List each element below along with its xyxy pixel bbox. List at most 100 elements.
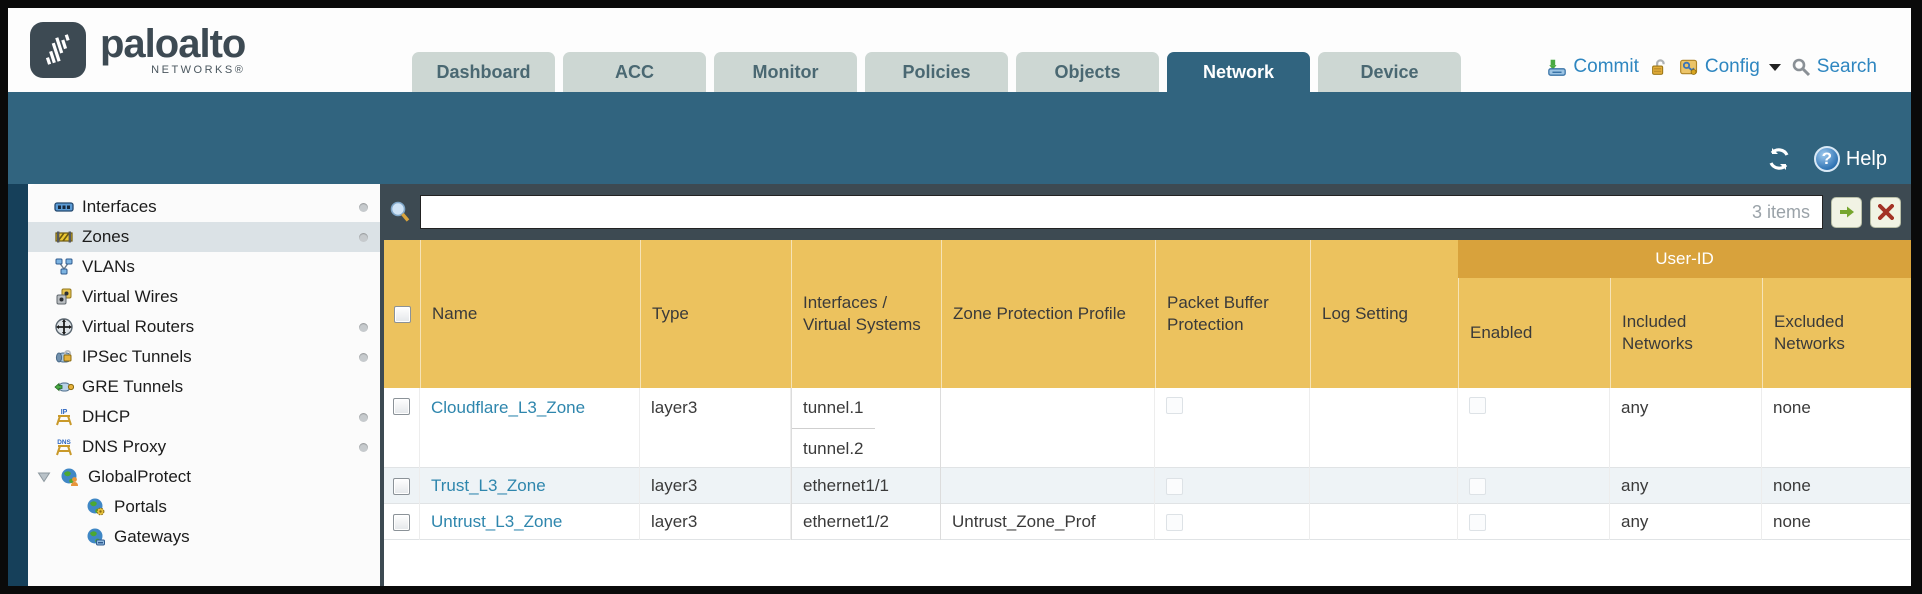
col-header-zone-protection-profile[interactable]: Zone Protection Profile [941, 240, 1155, 388]
table-row: Trust_L3_Zone layer3 ethernet1/1 any non… [384, 468, 1911, 504]
zone-name-link[interactable]: Trust_L3_Zone [431, 476, 546, 495]
user-id-enabled-checkbox[interactable] [1469, 397, 1486, 414]
sidebar-item-zones[interactable]: Zones [28, 222, 380, 252]
ipsec-tunnels-icon [55, 350, 72, 363]
search-button[interactable]: Search [1791, 56, 1877, 78]
col-header-name[interactable]: Name [420, 240, 640, 388]
select-all-checkbox[interactable] [393, 305, 411, 323]
config-menu-button[interactable]: Config [1679, 56, 1781, 78]
included-networks: any [1621, 476, 1649, 495]
help-label: Help [1845, 147, 1887, 170]
help-button[interactable]: ? Help [1813, 146, 1887, 172]
sidebar-item-ipsec-tunnels[interactable]: IPSec Tunnels [28, 342, 380, 372]
col-header-log-setting[interactable]: Log Setting [1310, 240, 1458, 388]
tab-policies[interactable]: Policies [865, 52, 1008, 92]
col-header-enabled[interactable]: Enabled [1458, 278, 1610, 388]
packet-buffer-protection-checkbox[interactable] [1166, 513, 1183, 531]
col-header-interfaces[interactable]: Interfaces / Virtual Systems [791, 240, 941, 388]
zone-name-link[interactable]: Cloudflare_L3_Zone [431, 398, 586, 417]
zone-type: layer3 [651, 512, 698, 531]
zone-interfaces-cell: tunnel.1 tunnel.2 [791, 388, 941, 468]
clear-filter-button[interactable] [1870, 196, 1901, 228]
sidebar-item-virtual-wires[interactable]: Virtual Wires [28, 282, 380, 312]
vlans-icon [55, 258, 73, 275]
interface-item: ethernet1/1 [803, 476, 890, 495]
log-setting-cell [1310, 504, 1458, 540]
row-checkbox[interactable] [393, 513, 410, 531]
sidebar-item-vlans[interactable]: VLANs [28, 252, 380, 282]
user-id-enabled-checkbox[interactable] [1469, 513, 1486, 531]
col-header-type[interactable]: Type [640, 240, 791, 388]
sidebar-item-label: Portals [114, 497, 167, 516]
sidebar-item-interfaces[interactable]: Interfaces [28, 192, 380, 222]
status-dot [359, 412, 368, 422]
paloalto-logo: paloalto NETWORKS® [30, 22, 246, 78]
sidebar-item-label: DHCP [82, 407, 131, 426]
expander-triangle-icon[interactable] [36, 469, 52, 485]
sidebar-item-globalprotect[interactable]: GlobalProtect [28, 462, 380, 492]
table-empty-area [384, 540, 1911, 586]
interfaces-icon [54, 202, 74, 212]
zone-name-link[interactable]: Untrust_L3_Zone [431, 512, 563, 531]
tab-dashboard[interactable]: Dashboard [412, 52, 555, 92]
zones-main-panel: 3 items User-ID [384, 184, 1911, 586]
sidebar-item-label: VLANs [82, 257, 135, 276]
sidebar-item-virtual-routers[interactable]: Virtual Routers [28, 312, 380, 342]
col-header-included-networks[interactable]: Included Networks [1610, 278, 1762, 388]
chevron-down-icon [1768, 63, 1781, 71]
zone-protection-profile-cell: Untrust_Zone_Prof [941, 504, 1155, 540]
zone-interfaces-cell: ethernet1/1 [791, 468, 941, 504]
packet-buffer-protection-checkbox[interactable] [1166, 477, 1183, 495]
zone-type: layer3 [651, 398, 698, 417]
tab-device[interactable]: Device [1318, 52, 1461, 92]
interface-item: tunnel.2 [792, 428, 875, 468]
col-header-excluded-networks[interactable]: Excluded Networks [1762, 278, 1911, 388]
dhcp-icon: IP [56, 409, 72, 426]
filter-toolbar: 3 items [384, 184, 1911, 240]
sidebar-item-label: Interfaces [82, 197, 157, 216]
user-id-enabled-checkbox[interactable] [1469, 477, 1486, 495]
commit-button[interactable]: Commit [1547, 56, 1639, 78]
zone-type: layer3 [651, 476, 698, 495]
tab-monitor[interactable]: Monitor [714, 52, 857, 92]
search-label: Search [1816, 56, 1877, 77]
dns-proxy-icon: DNS [56, 439, 72, 456]
interface-item: ethernet1/2 [803, 512, 890, 531]
row-checkbox[interactable] [393, 398, 410, 415]
log-setting-cell [1310, 468, 1458, 504]
zones-icon [55, 231, 73, 243]
lock-icon[interactable] [1649, 57, 1669, 77]
interface-item: tunnel.1 [803, 398, 864, 417]
sidebar-splitter[interactable] [380, 184, 384, 586]
sidebar-item-dhcp[interactable]: IP DHCP [28, 402, 380, 432]
apply-filter-button[interactable] [1831, 196, 1862, 228]
user-id-group-header: User-ID [1458, 240, 1911, 278]
sidebar-item-gre-tunnels[interactable]: GRE Tunnels [28, 372, 380, 402]
help-icon: ? [1813, 146, 1840, 172]
sidebar-item-gateways[interactable]: Gateways [28, 522, 380, 552]
col-header-packet-buffer-protection[interactable]: Packet Buffer Protection [1155, 240, 1310, 388]
excluded-networks: none [1773, 512, 1811, 531]
tab-network[interactable]: Network [1167, 52, 1310, 92]
commit-icon [1548, 59, 1567, 76]
sidebar-item-portals[interactable]: Portals [28, 492, 380, 522]
red-x-icon [1877, 204, 1894, 220]
config-icon [1679, 59, 1697, 75]
tab-objects[interactable]: Objects [1016, 52, 1159, 92]
sidebar-item-label: Virtual Routers [82, 317, 195, 336]
status-dot [359, 202, 368, 212]
zone-protection-profile-cell [941, 388, 1155, 468]
zone-protection-profile: Untrust_Zone_Prof [952, 512, 1096, 531]
sidebar-item-dns-proxy[interactable]: DNS DNS Proxy [28, 432, 380, 462]
green-arrow-icon [1839, 206, 1854, 218]
virtual-routers-icon [55, 318, 73, 336]
filter-input[interactable] [433, 203, 1752, 221]
row-checkbox[interactable] [393, 477, 410, 495]
zones-table-header: User-ID Name Type Interfaces / Virtual S… [384, 240, 1911, 388]
gateways-icon [87, 528, 105, 546]
packet-buffer-protection-checkbox[interactable] [1166, 397, 1183, 414]
tab-acc[interactable]: ACC [563, 52, 706, 92]
refresh-icon[interactable] [1766, 146, 1792, 172]
virtual-wires-icon [56, 288, 72, 305]
